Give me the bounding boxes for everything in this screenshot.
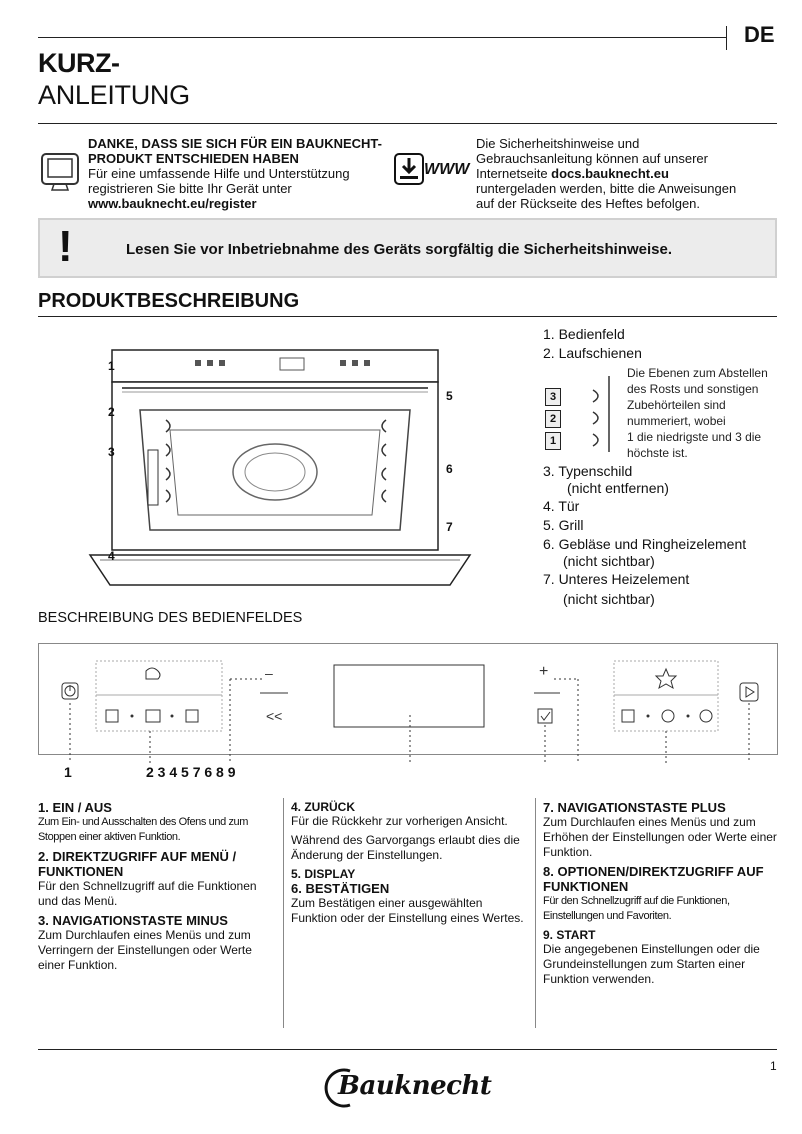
section-title-product: PRODUKTBESCHREIBUNG (38, 290, 300, 312)
panel-number-1: 1 (64, 764, 72, 780)
computer-icon (40, 152, 80, 197)
description-column-3: 7. NAVIGATIONSTASTE PLUS Zum Durchlaufen… (543, 800, 777, 986)
legend-item-7-note: (nicht sichtbar) (563, 591, 655, 607)
control-panel-diagram (38, 643, 778, 755)
callout-4: 4 (108, 549, 115, 563)
callout-7: 7 (446, 520, 453, 534)
legend-item-6: 6. Gebläse und Ringheizelement (543, 536, 747, 552)
legend-item-1: 1. Bedienfeld (543, 326, 625, 342)
callout-2: 2 (108, 405, 115, 419)
panel-drawing (38, 643, 778, 783)
callout-5: 5 (446, 389, 453, 403)
callout-3: 3 (108, 445, 115, 459)
oven-illustration (70, 340, 490, 605)
callout-1: 1 (108, 359, 115, 373)
legend-item-5: 5. Grill (543, 517, 584, 533)
safety-warning-box (38, 218, 777, 278)
exclamation-icon: ! (58, 222, 73, 271)
description-column-1: 1. EIN / AUS Zum Ein- und Ausschalten de… (38, 800, 257, 972)
page-title-line2: ANLEITUNG (38, 80, 190, 110)
download-icon (394, 153, 424, 190)
panel-minus-label: – (265, 665, 273, 681)
panel-numbers-2-9: 2 3 4 5 7 6 8 9 (146, 764, 236, 780)
page-title-line1: KURZ- (38, 48, 120, 78)
legend-item-4: 4. Tür (543, 498, 580, 514)
column-divider-1 (283, 798, 284, 1028)
shelf-level-2: 2 (545, 410, 561, 428)
description-column-2: 4. ZURÜCK Für die Rückkehr zur vorherige… (291, 800, 524, 925)
register-info: DANKE, DASS SIE SICH FÜR EIN BAUKNECHT- … (88, 136, 398, 211)
bauknecht-logo: Bauknecht (320, 1065, 500, 1111)
title-rule (38, 123, 777, 124)
docs-link[interactable]: docs.bauknecht.eu (551, 166, 669, 181)
callout-6: 6 (446, 462, 453, 476)
back-chevron-icon: << (266, 708, 283, 724)
legend-item-2: 2. Laufschienen (543, 345, 642, 361)
shelf-level-1: 1 (545, 432, 561, 450)
legend-item-6-note: (nicht sichtbar) (563, 553, 655, 569)
safety-warning-text: Lesen Sie vor Inbetriebnahme des Geräts … (126, 241, 673, 258)
page-number: 1 (770, 1059, 777, 1073)
shelf-level-3: 3 (545, 388, 561, 406)
docs-info: Die Sicherheitshinweise und Gebrauchsanl… (476, 136, 737, 211)
language-code: DE (744, 22, 775, 47)
shelf-level-note: Die Ebenen zum Abstellen des Rosts und s… (627, 366, 768, 460)
footer-rule (38, 1049, 777, 1050)
header-rule (38, 37, 726, 38)
panel-plus-label: + (539, 663, 549, 680)
legend-item-3-note: (nicht entfernen) (567, 480, 669, 496)
legend-item-7: 7. Unteres Heizelement (543, 571, 690, 587)
section-title-panel: BESCHREIBUNG DES BEDIENFELDES (38, 610, 303, 626)
www-label: WWW (424, 161, 470, 178)
register-link[interactable]: www.bauknecht.eu/register (88, 196, 257, 211)
header-tick (726, 26, 727, 50)
column-divider-2 (535, 798, 536, 1028)
legend-item-3: 3. Typenschild (543, 463, 633, 479)
section-rule (38, 316, 777, 317)
